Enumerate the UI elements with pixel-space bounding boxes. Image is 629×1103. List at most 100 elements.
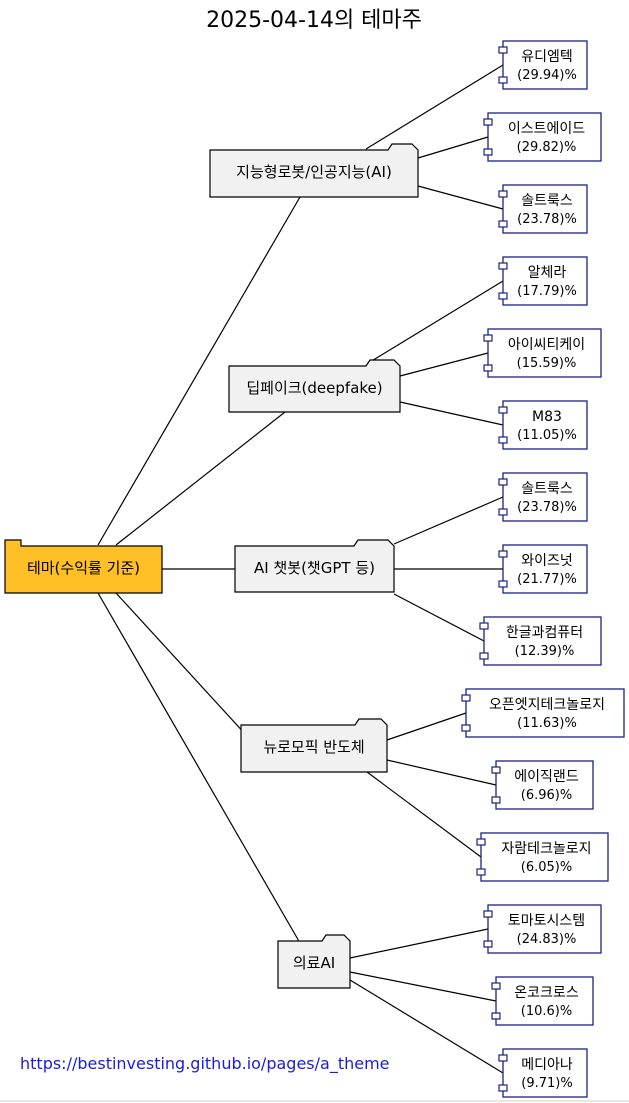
stock-node-2-2[interactable]: 한글과컴퓨터 (12.39)% [479, 616, 602, 666]
theme-label-1: 딥페이크(deepfake) [246, 379, 382, 397]
stock-node-2-0[interactable]: 솔트룩스 (23.78)% [498, 472, 588, 522]
component-box [502, 184, 588, 234]
edge-root-theme-4 [97, 592, 301, 944]
stock-name: 에이직랜드 [514, 769, 579, 785]
stock-node-1-0[interactable]: 알체라 (17.79)% [498, 256, 588, 306]
stock-return: (9.71)% [521, 1076, 572, 1091]
stock-name: 솔트룩스 [521, 193, 573, 209]
edge-theme-0-stock-2 [417, 185, 504, 210]
component-tab-icon [461, 694, 471, 702]
component-tab-icon [498, 580, 508, 588]
stock-name: 한글과컴퓨터 [506, 625, 583, 641]
edge-theme-0-stock-0 [365, 64, 504, 150]
stock-return: (21.77)% [517, 572, 577, 587]
edge-theme-2-stock-0 [393, 496, 504, 545]
stock-node-3-1[interactable]: 에이직랜드 (6.96)% [491, 760, 594, 810]
component-tab-icon [498, 478, 508, 486]
theme-node-1[interactable]: 딥페이크(deepfake) [228, 359, 401, 413]
stock-return: (6.96)% [521, 788, 572, 803]
component-tab-icon [479, 652, 489, 660]
stock-node-4-0[interactable]: 토마토시스템(24.83)% [483, 904, 602, 954]
stock-node-4-2[interactable]: 메디아나 (9.71)% [498, 1048, 588, 1098]
component-tab-icon [498, 262, 508, 270]
component-box [502, 472, 588, 522]
stock-node-0-1[interactable]: 이스트에이드(29.82)% [483, 112, 602, 162]
component-tab-icon [498, 1054, 508, 1062]
stock-return: (23.78)% [517, 212, 577, 227]
root-node[interactable]: 테마(수익률 기준) [4, 539, 163, 594]
component-box [502, 544, 588, 594]
stock-node-3-2[interactable]: 자람테크놀로지(6.05)% [476, 832, 609, 882]
stock-return: (23.78)% [517, 500, 577, 515]
stock-name: 자람테크놀로지 [501, 841, 591, 857]
component-tab-icon [498, 436, 508, 444]
stock-return: (12.39)% [515, 644, 575, 659]
edge-theme-0-stock-1 [417, 136, 489, 159]
component-tab-icon [483, 148, 493, 156]
component-box [487, 328, 602, 378]
theme-node-3-shape [240, 718, 388, 773]
component-box [483, 616, 602, 666]
theme-node-2-shape [234, 539, 395, 593]
edge-theme-1-stock-0 [369, 280, 504, 363]
edge-theme-3-stock-2 [366, 771, 482, 858]
component-tab-icon [498, 190, 508, 198]
stock-return: (17.79)% [517, 284, 577, 299]
stock-name: 토마토시스템 [508, 913, 585, 929]
theme-node-0[interactable]: 지능형로봇/인공지능(AI) [209, 143, 419, 198]
stock-return: (11.63)% [517, 716, 577, 731]
edge-theme-2-stock-2 [393, 593, 485, 642]
stock-name: M83 [532, 409, 562, 425]
edge-theme-4-stock-0 [349, 928, 489, 959]
component-box [502, 1048, 588, 1098]
component-tab-icon [483, 910, 493, 918]
root-node-shape [4, 539, 163, 594]
stock-name: 솔트룩스 [521, 481, 573, 497]
theme-label-3: 뉴로모픽 반도체 [263, 738, 364, 756]
stock-return: (15.59)% [517, 356, 577, 371]
theme-node-3[interactable]: 뉴로모픽 반도체 [240, 718, 388, 773]
edge-theme-1-stock-2 [399, 401, 504, 426]
component-tab-icon [476, 868, 486, 876]
stock-node-1-1[interactable]: 아이씨티케이 (15.59)% [483, 328, 602, 378]
stock-return: (11.05)% [517, 428, 577, 443]
stock-return: (29.94)% [517, 68, 577, 83]
edge-theme-4-stock-1 [349, 971, 497, 1002]
diagram-title: 2025-04-14의 테마주 [206, 8, 422, 33]
stock-node-1-2[interactable]: M83 (11.05)% [498, 400, 588, 450]
stock-name: 아이씨티케이 [508, 337, 585, 353]
component-box [502, 256, 588, 306]
component-box [480, 832, 609, 882]
edge-root-theme-1 [115, 411, 286, 546]
footer-link[interactable]: https://bestinvesting.github.io/pages/a_… [20, 1054, 390, 1074]
edge-theme-3-stock-1 [386, 759, 497, 786]
stock-name: 알체라 [528, 265, 567, 281]
component-tab-icon [498, 220, 508, 228]
stock-name: 오픈엣지테크놀로지 [489, 697, 605, 713]
edge-theme-3-stock-0 [386, 712, 467, 741]
theme-node-2[interactable]: AI 챗봇(챗GPT 등) [234, 539, 395, 593]
stock-node-3-0[interactable]: 오픈엣지테크놀로지 (11.63)% [461, 688, 625, 738]
stock-name: 메디아나 [521, 1057, 573, 1073]
theme-node-4[interactable]: 의료AI [277, 934, 351, 989]
component-tab-icon [483, 334, 493, 342]
stock-node-0-2[interactable]: 솔트룩스 (23.78)% [498, 184, 588, 234]
component-box [487, 904, 602, 954]
component-tab-icon [498, 1084, 508, 1092]
stock-return: (29.82)% [517, 140, 577, 155]
component-box [465, 688, 625, 738]
component-tab-icon [476, 838, 486, 846]
stock-node-2-1[interactable]: 와이즈넛(21.77)% [498, 544, 588, 594]
theme-node-0-shape [209, 143, 419, 198]
component-tab-icon [491, 796, 501, 804]
theme-label-0: 지능형로봇/인공지능(AI) [236, 163, 392, 181]
stock-node-4-1[interactable]: 온코크로스(10.6)% [491, 976, 594, 1026]
component-tab-icon [483, 118, 493, 126]
edge-root-theme-0 [97, 196, 301, 546]
theme-label-4: 의료AI [293, 954, 335, 972]
nodes: 테마(수익률 기준) 지능형로봇/인공지능(AI) 유디엠텍(29.94)% 이스트에… [4, 40, 625, 1098]
component-tab-icon [483, 940, 493, 948]
root-label: 테마(수익률 기준) [27, 559, 140, 577]
stock-node-0-0[interactable]: 유디엠텍(29.94)% [498, 40, 588, 90]
